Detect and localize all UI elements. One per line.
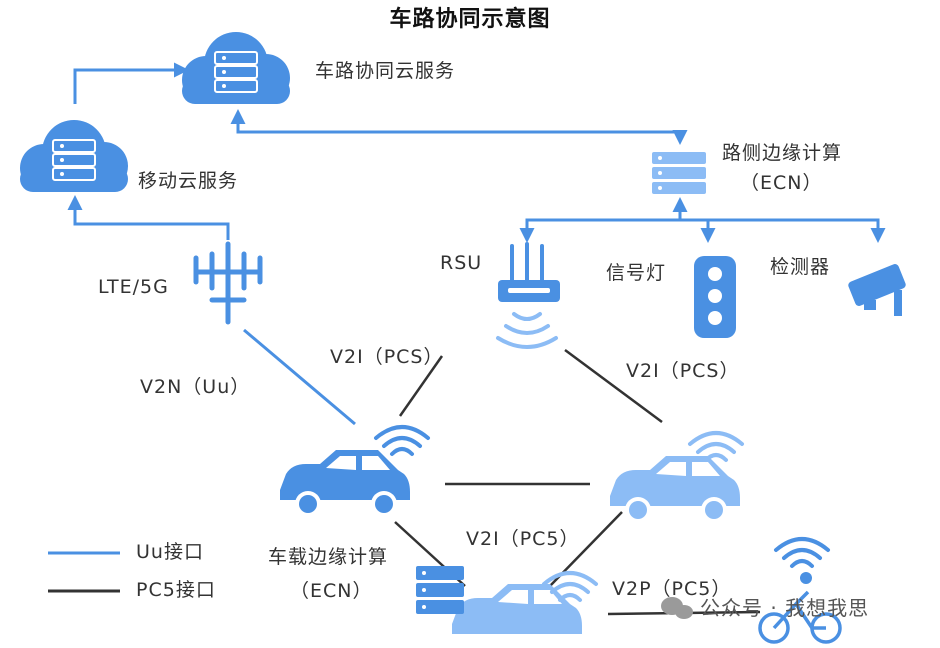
diagram-title: 车路协同示意图	[389, 7, 551, 32]
cyclist-signal-icon	[774, 537, 830, 568]
v2x-cloud-icon	[182, 32, 290, 104]
rsu-label: RSU	[440, 252, 483, 274]
cyclist-icon	[758, 590, 842, 644]
v2i-link-left	[398, 355, 444, 417]
edge-distribution-bus	[525, 218, 880, 238]
arrow-lte-to-mobile-cloud	[67, 195, 230, 240]
edge-server-sublabel: （ECN）	[740, 172, 823, 194]
vehicle-edge-sublabel: （ECN）	[290, 580, 373, 602]
legend-pc5-label: PC5接口	[136, 579, 216, 601]
vehicle-bottom-icon	[452, 584, 582, 634]
rsu-signal-icon	[496, 312, 558, 349]
vehicle-main-signal-icon	[374, 425, 430, 456]
detector-camera-icon	[848, 264, 906, 316]
vehicle-edge-label: 车载边缘计算	[268, 546, 389, 568]
mobile-cloud-icon	[20, 120, 128, 192]
cyclist-head-icon	[800, 572, 812, 584]
traffic-light-icon	[694, 256, 736, 338]
rsu-icon	[496, 242, 560, 349]
vehicle-main-icon	[280, 450, 410, 517]
arrow-v2x-cloud-to-edge	[230, 109, 688, 145]
cell-tower-icon	[193, 241, 263, 325]
v2x-cloud-label: 车路协同云服务	[315, 60, 456, 82]
vehicle-right-signal-icon	[688, 431, 744, 462]
vehicle-edge-server-icon	[416, 566, 464, 614]
v2n-label: V2N（Uu）	[140, 376, 251, 398]
v2i-link-right	[564, 348, 663, 424]
v2i-left-label: V2I（PCS）	[330, 346, 444, 368]
roadside-edge-server-icon	[652, 152, 706, 194]
v2n-link	[243, 328, 356, 426]
v2i-bottom-label: V2I（PC5）	[466, 528, 580, 550]
lte-5g-label: LTE/5G	[98, 276, 169, 298]
wechat-logo-icon	[661, 597, 693, 619]
traffic-light-label: 信号灯	[606, 262, 667, 284]
mobile-cloud-label: 移动云服务	[138, 170, 239, 192]
v2i-right-label: V2I（PCS）	[626, 360, 740, 382]
detector-label: 检测器	[770, 256, 831, 278]
edge-server-label: 路侧边缘计算	[722, 142, 843, 164]
arrow-mobile-to-v2x-cloud	[73, 62, 189, 104]
v2p-label: V2P（PC5）	[612, 578, 732, 600]
legend-uu-label: Uu接口	[136, 541, 204, 563]
vehicle-bottom-signal-icon	[542, 571, 598, 602]
watermark-text: 公众号 · 我想我思	[700, 596, 870, 620]
vehicle-right-icon	[610, 456, 740, 523]
uu-connections	[67, 62, 886, 426]
